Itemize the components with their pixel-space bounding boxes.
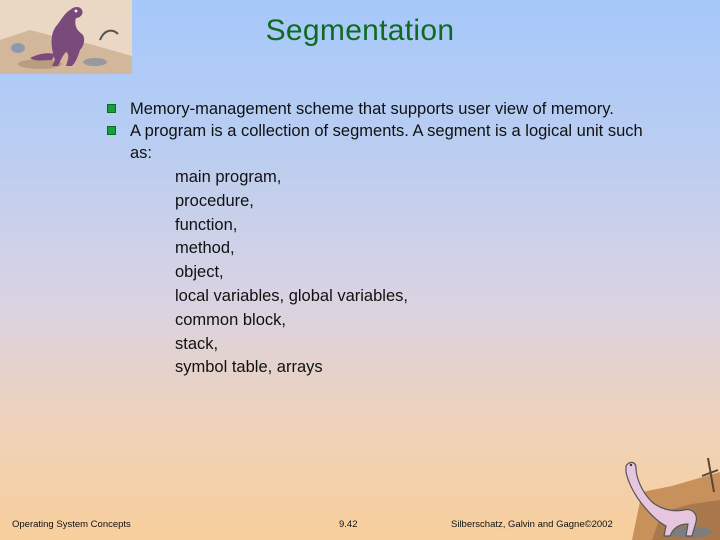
segment-example: common block, [175, 310, 286, 329]
segment-example: function, [175, 215, 238, 234]
bullet-text: A program is a collection of segments. A… [130, 122, 643, 162]
segment-example: procedure, [175, 191, 254, 210]
footer-page-number: 9.42 [339, 519, 358, 530]
bullet-text: Memory-management scheme that supports u… [130, 100, 614, 118]
segment-example: symbol table, arrays [175, 358, 323, 377]
segment-example: method, [175, 239, 235, 258]
segment-example: main program, [175, 168, 282, 186]
dinosaur-skeleton-illustration-icon [625, 457, 720, 540]
bullet-list: Memory-management scheme that supports u… [107, 98, 667, 380]
footer-course-title: Operating System Concepts [12, 519, 131, 530]
segment-example: object, [175, 263, 224, 282]
segment-example: stack, [175, 334, 219, 353]
dinosaur-illustration-icon [0, 0, 132, 74]
slide-title: Segmentation [265, 14, 455, 47]
bullet-item: Memory-management scheme that supports u… [107, 98, 667, 120]
footer-copyright: Silberschatz, Galvin and Gagne©2002 [451, 519, 613, 530]
bullet-item: A program is a collection of segments. A… [107, 120, 667, 164]
square-bullet-icon [107, 104, 116, 113]
segment-examples-list: main program, procedure, function, metho… [107, 166, 667, 380]
square-bullet-icon [107, 126, 116, 135]
segment-example: local variables, global variables, [175, 286, 408, 305]
